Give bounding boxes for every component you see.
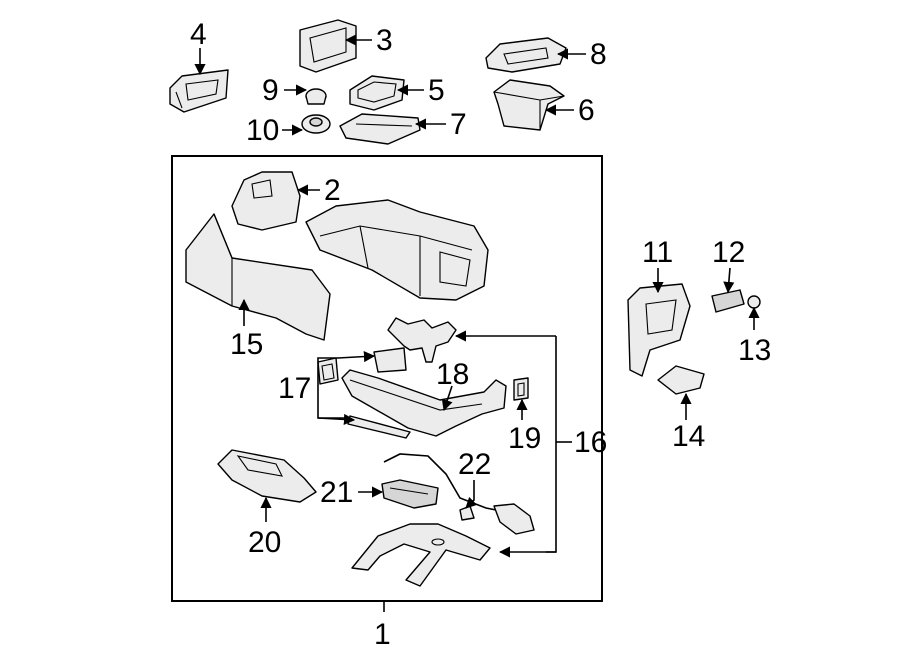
callout-14: 14 <box>672 420 705 453</box>
callout-2: 2 <box>324 174 341 207</box>
part-5-tray <box>349 75 405 111</box>
leader-17a <box>337 350 376 363</box>
part-6-bin <box>493 79 565 131</box>
callout-12: 12 <box>712 236 745 269</box>
leader-22 <box>465 480 478 509</box>
leader-18 <box>441 385 453 412</box>
part-19-clip <box>513 377 529 401</box>
callout-7: 7 <box>450 108 467 141</box>
bracket-17 <box>317 357 348 419</box>
part-15-side-panel <box>185 213 331 341</box>
callout-6: 6 <box>578 94 595 127</box>
callout-20: 20 <box>248 526 281 559</box>
callout-21: 21 <box>320 476 353 509</box>
callout-13: 13 <box>738 334 771 367</box>
part-20-switch-module <box>217 449 317 503</box>
callout-18: 18 <box>436 358 469 391</box>
callout-5: 5 <box>428 74 445 107</box>
mounting-bracket <box>387 317 457 363</box>
part-3-lid <box>299 19 357 73</box>
part-4-bezel <box>169 69 229 113</box>
part-2-bracket <box>231 171 301 231</box>
part-10-bushing <box>301 114 331 134</box>
callout-1: 1 <box>374 618 391 651</box>
part-18-lower-console <box>341 369 507 437</box>
callout-17: 17 <box>278 372 311 405</box>
part-14-pocket <box>657 365 705 395</box>
part-9-plug <box>305 88 327 105</box>
assembly-frame <box>171 155 603 602</box>
part-7-mat <box>339 113 421 145</box>
callout-19: 19 <box>508 422 541 455</box>
callout-4: 4 <box>190 18 207 51</box>
leader-12 <box>723 267 735 294</box>
callout-9: 9 <box>262 74 279 107</box>
part-17-trims <box>317 347 411 439</box>
part-13-knob <box>747 295 761 309</box>
base-plate <box>351 523 491 587</box>
leader-17b <box>317 413 356 426</box>
callout-10: 10 <box>246 114 279 147</box>
console-housing <box>305 199 489 301</box>
part-12-switch <box>711 289 745 313</box>
wiring-harness <box>383 453 535 535</box>
part-11-bezel <box>627 283 691 377</box>
callout-11: 11 <box>642 236 673 269</box>
bracket-16 <box>546 336 557 553</box>
callout-3: 3 <box>376 24 393 57</box>
callout-22: 22 <box>458 448 491 481</box>
part-8-armrest-pad <box>485 37 567 73</box>
part-21-module <box>381 479 439 509</box>
callout-8: 8 <box>590 38 607 71</box>
callout-16: 16 <box>574 426 607 459</box>
callout-15: 15 <box>230 328 263 361</box>
